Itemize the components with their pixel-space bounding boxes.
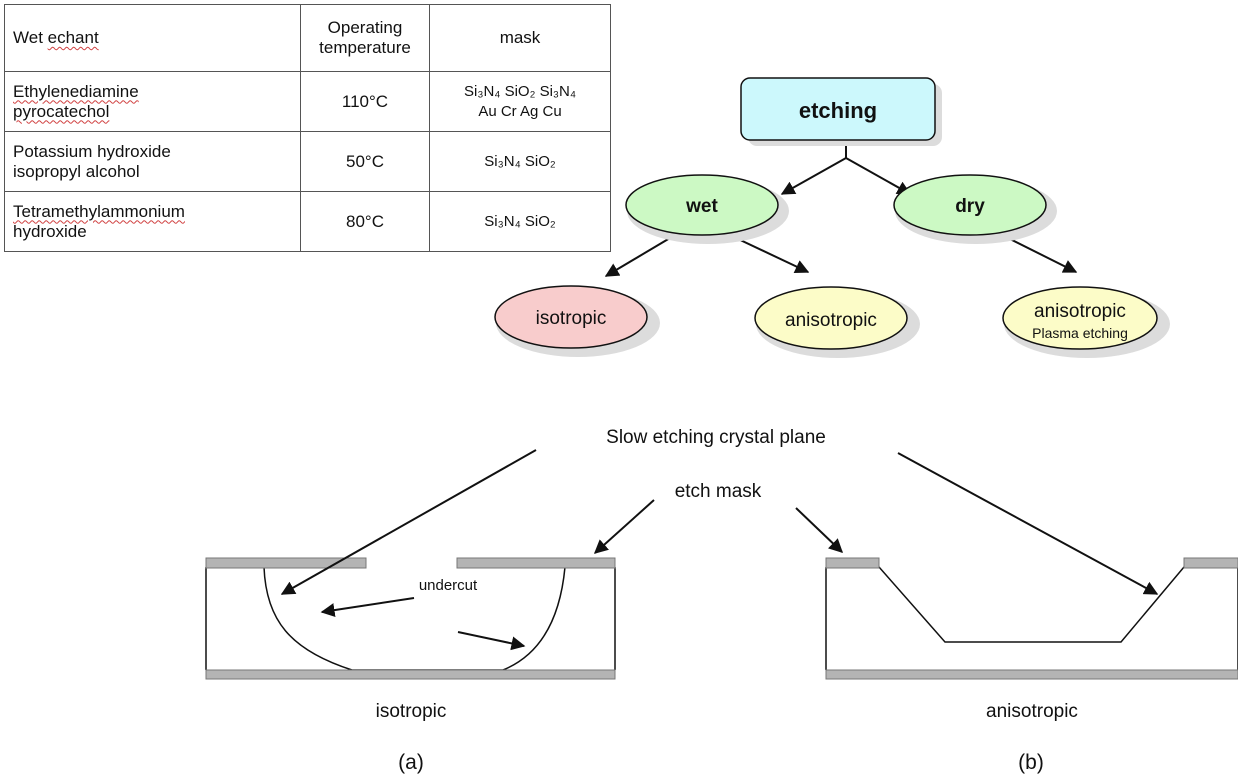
table-row: Ethylenediamine pyrocatechol 110°C Si₃N₄… — [4, 71, 611, 132]
mask-line2: Au Cr Ag Cu — [478, 102, 562, 120]
header-operating-temperature: Operating temperature — [300, 4, 430, 72]
header-wet-etchant: Wet echant — [4, 4, 301, 72]
etch-mask-left-a — [205, 557, 367, 569]
mask-cell: Si₃N₄ SiO₂ — [429, 191, 611, 252]
isotropic-etch-profile — [263, 566, 566, 671]
header-mask: mask — [429, 4, 611, 72]
header-etchant-word: echant — [47, 28, 99, 47]
node-etching-label: etching — [799, 98, 877, 123]
anisotropic-cross-section — [825, 557, 1238, 680]
mask-cell: Si₃N₄ SiO₂ Si₃N₄ Au Cr Ag Cu — [429, 71, 611, 132]
node-dry-label: dry — [955, 196, 985, 217]
substrate-walls-right — [825, 567, 1238, 670]
arrow-mask-left — [593, 499, 655, 554]
node-wet-ellipse — [625, 174, 779, 236]
arrow-slow-plane-right — [897, 452, 1159, 595]
node-anisotropic-dry-label: anisotropic — [1034, 301, 1126, 322]
panel-label-a: (a) — [398, 751, 424, 774]
node-isotropic-ellipse — [494, 285, 648, 349]
etchant-line2: isopropyl alcohol — [13, 161, 140, 181]
anisotropic-etch-profile — [878, 566, 1185, 643]
node-anisotropic-wet-ellipse — [754, 286, 908, 350]
table-header-row: Wet echant Operating temperature mask — [4, 4, 611, 72]
etch-mask-right-a — [825, 557, 880, 569]
arrow-slow-plane-left — [280, 449, 537, 595]
etchant-cell: Ethylenediamine pyrocatechol — [4, 71, 301, 132]
arrow-to-dry — [845, 157, 912, 195]
etchant-table: Wet echant Operating temperature mask Et… — [4, 4, 611, 252]
mask-line1: Si₃N₄ SiO₂ — [484, 212, 556, 230]
arrow-to-isotropic — [604, 237, 671, 277]
header-wet-prefix: Wet — [13, 28, 48, 47]
temperature-cell: 80°C — [300, 191, 430, 252]
undercut-label: undercut — [419, 577, 478, 594]
etchant-cell: Tetramethylammonium hydroxide — [4, 191, 301, 252]
isotropic-cross-section — [205, 557, 616, 680]
etch-mask-left-b — [456, 557, 616, 569]
node-wet: wet — [625, 174, 789, 244]
etchant-line1: Potassium hydroxide — [13, 141, 171, 161]
etchant-line2: pyrocatechol — [13, 101, 110, 121]
node-dry: dry — [893, 174, 1057, 244]
node-anisotropic-wet-label: anisotropic — [785, 310, 877, 331]
temperature-cell: 110°C — [300, 71, 430, 132]
annotation-arrows — [280, 449, 1159, 651]
substrate-base-right — [825, 669, 1238, 680]
arrow-undercut-right — [457, 631, 526, 651]
node-dry-ellipse — [893, 174, 1047, 236]
node-etching-box — [740, 77, 936, 141]
caption-anisotropic: anisotropic — [986, 701, 1078, 722]
node-etching: etching — [740, 77, 942, 146]
header-temp-line2: temperature — [319, 38, 411, 57]
table-row: Tetramethylammonium hydroxide 80°C Si₃N₄… — [4, 191, 611, 252]
substrate-walls-left — [205, 567, 616, 670]
tree-connectors — [604, 132, 1078, 277]
mask-line1: Si₃N₄ SiO₂ — [484, 152, 556, 170]
temperature-cell: 50°C — [300, 131, 430, 192]
node-anisotropic-wet: anisotropic — [754, 286, 920, 358]
node-isotropic: isotropic — [494, 285, 660, 357]
arrow-to-anisotropic-wet — [735, 237, 810, 273]
node-anisotropic-dry-ellipse — [1002, 286, 1158, 350]
node-anisotropic-dry: anisotropic Plasma etching — [1002, 286, 1170, 358]
etchant-line1: Tetramethylammonium — [13, 201, 185, 221]
mask-cell: Si₃N₄ SiO₂ — [429, 131, 611, 192]
table-row: Potassium hydroxide isopropyl alcohol 50… — [4, 131, 611, 192]
slow-etching-plane-label: Slow etching crystal plane — [606, 427, 826, 448]
etchant-line2: hydroxide — [13, 221, 87, 241]
etchant-cell: Potassium hydroxide isopropyl alcohol — [4, 131, 301, 192]
caption-isotropic: isotropic — [376, 701, 447, 722]
mask-line1: Si₃N₄ SiO₂ Si₃N₄ — [464, 82, 576, 100]
substrate-base-left — [205, 669, 616, 680]
etch-mask-right-b — [1183, 557, 1238, 569]
node-plasma-etching-label: Plasma etching — [1032, 325, 1128, 341]
header-temp-line1: Operating — [327, 18, 403, 37]
node-isotropic-label: isotropic — [536, 308, 607, 329]
node-wet-label: wet — [685, 196, 718, 217]
panel-label-b: (b) — [1018, 751, 1044, 774]
arrow-to-wet — [780, 157, 847, 195]
etch-mask-label: etch mask — [675, 481, 762, 502]
etchant-line1: Ethylenediamine — [13, 81, 139, 101]
arrow-undercut-left — [320, 597, 415, 618]
arrow-mask-right — [795, 507, 844, 553]
